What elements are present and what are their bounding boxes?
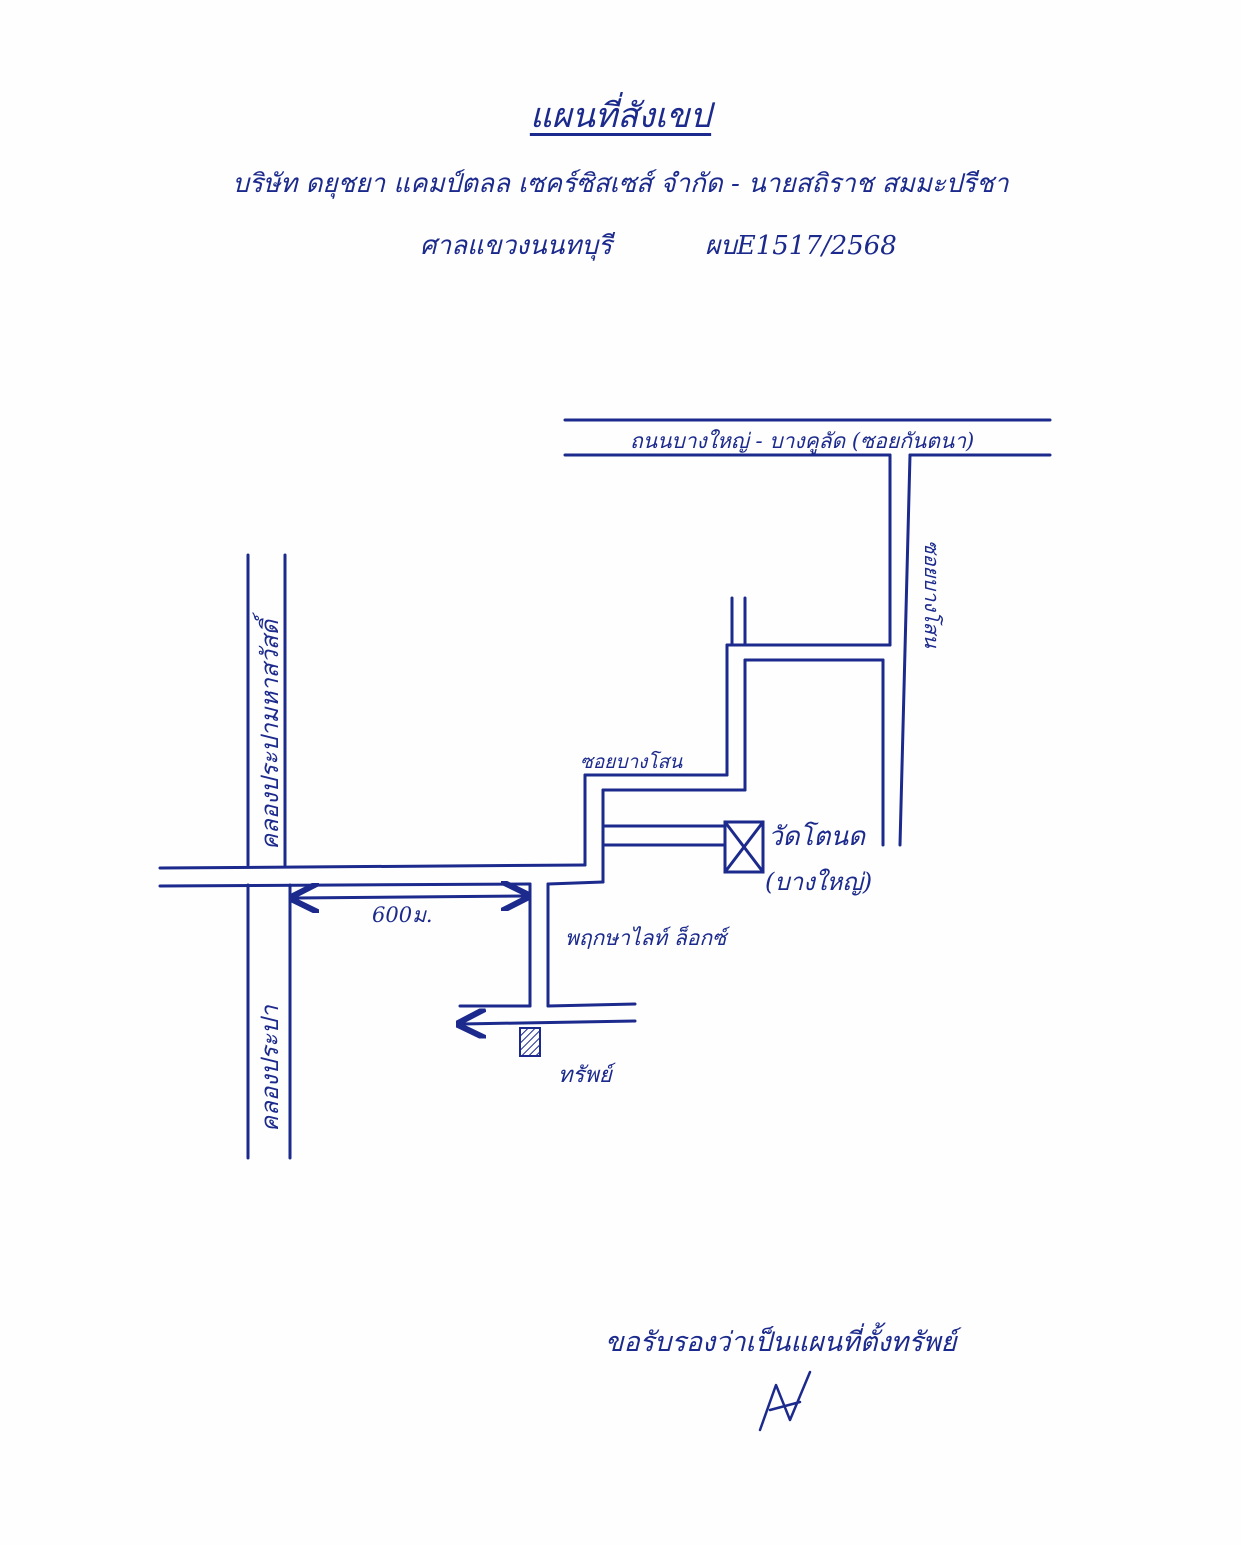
property-label: ทรัพย์ — [558, 1062, 617, 1088]
soi-right-label: ซอยบางโสน — [920, 540, 944, 649]
canal-lower-label: คลองประปา — [256, 1004, 284, 1132]
court-name: ศาลแขวงนนทบุรี — [420, 231, 613, 261]
signature-mark — [758, 1370, 812, 1432]
village-label: พฤกษาไลท์ ล็อกซ์ — [565, 925, 730, 950]
certification-text: ขอรับรองว่าเป็นแผนที่ตั้งทรัพย์ — [605, 1327, 957, 1358]
soi-middle-label: ซอยบางโสน — [580, 750, 683, 773]
canal-upper-label: คลองประปามหาสวัสดิ์ — [252, 612, 284, 850]
case-parties: บริษัท ดยุชยา แคมป์ตลล เซคร์ซิสเซส์ จำกั… — [232, 169, 1009, 199]
temple-label: วัดโตนด — [768, 821, 866, 852]
distance-label: 600ม. — [372, 903, 433, 927]
village-soi — [460, 882, 637, 1024]
distance-arrow — [295, 896, 525, 898]
property-marker — [519, 1027, 541, 1057]
temple-marker — [723, 820, 765, 874]
soi-stepped — [583, 596, 892, 884]
soi-right — [881, 453, 912, 847]
main-road-label: ถนนบางใหญ่ - บางคูลัด (ซอยกันตนา) — [630, 429, 974, 454]
temple-sub-label: (บางใหญ่) — [765, 868, 872, 896]
main-road-top — [563, 418, 1052, 457]
cross-road — [158, 863, 605, 888]
case-number: ผบE1517/2568 — [705, 231, 897, 261]
map-title: แผนที่สังเขป — [529, 96, 712, 136]
canal-road — [246, 553, 292, 1160]
